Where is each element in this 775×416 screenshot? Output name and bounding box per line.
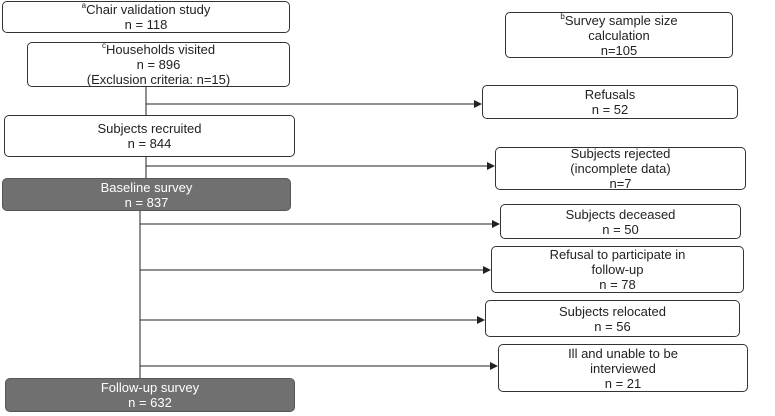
survey-sample-size-subtitle: calculation [588, 27, 650, 43]
followup-survey-box: Follow-up survey n = 632 [5, 378, 295, 412]
ill-unable-subtitle: interviewed [590, 360, 656, 376]
baseline-survey-title: Baseline survey [100, 179, 193, 195]
footnote-b: b [560, 11, 565, 21]
refusal-followup-title: Refusal to participate in [549, 247, 686, 262]
refusal-followup-count: n = 78 [599, 277, 636, 292]
survey-sample-size-title: Survey sample size [564, 12, 678, 28]
subjects-relocated-count: n = 56 [594, 318, 631, 334]
refusals-title: Refusals [584, 87, 636, 102]
baseline-survey-count: n = 837 [124, 194, 169, 210]
subjects-rejected-reason: (incomplete data) [570, 161, 671, 176]
ill-unable-count: n = 21 [604, 375, 642, 391]
subjects-recruited-title: Subjects recruited [97, 121, 202, 136]
subjects-deceased-box: Subjects deceased n = 50 [500, 204, 741, 239]
survey-sample-size-count: n=105 [600, 42, 638, 58]
ill-unable-box: Ill and unable to be interviewed n = 21 [498, 344, 748, 392]
subjects-rejected-count: n=7 [609, 176, 632, 191]
ill-unable-title: Ill and unable to be [568, 345, 678, 361]
footnote-a: a [81, 1, 87, 10]
chair-validation-count: n = 118 [124, 17, 168, 32]
subjects-relocated-title: Subjects relocated [559, 303, 666, 319]
subjects-recruited-box: Subjects recruited n = 844 [4, 115, 295, 157]
chair-validation-title: Chair validation study [86, 2, 211, 17]
refusals-box: Refusals n = 52 [482, 85, 738, 119]
subjects-relocated-box: Subjects relocated n = 56 [485, 300, 740, 337]
households-visited-title: Households visited [105, 42, 216, 57]
subjects-rejected-box: Subjects rejected (incomplete data) n=7 [495, 146, 746, 191]
subjects-deceased-title: Subjects deceased [565, 206, 676, 222]
followup-survey-count: n = 632 [128, 395, 172, 410]
refusals-count: n = 52 [591, 102, 629, 117]
refusal-followup-box: Refusal to participate in follow-up n = … [491, 246, 744, 293]
chair-validation-box: aChair validation study n = 118 [2, 1, 290, 33]
households-visited-count: n = 896 [136, 57, 181, 72]
subjects-recruited-count: n = 844 [127, 136, 172, 151]
subjects-rejected-title: Subjects rejected [570, 146, 671, 161]
households-visited-box: cHouseholds visited n = 896 (Exclusion c… [27, 42, 290, 87]
survey-sample-size-box: bSurvey sample size calculation n=105 [505, 12, 733, 58]
followup-survey-title: Follow-up survey [100, 380, 200, 395]
subjects-deceased-count: n = 50 [602, 221, 639, 237]
refusal-followup-subtitle: follow-up [591, 262, 644, 277]
exclusion-criteria-note: (Exclusion criteria: n=15) [86, 72, 231, 87]
baseline-survey-box: Baseline survey n = 837 [2, 178, 291, 211]
footnote-c: c [101, 41, 106, 50]
